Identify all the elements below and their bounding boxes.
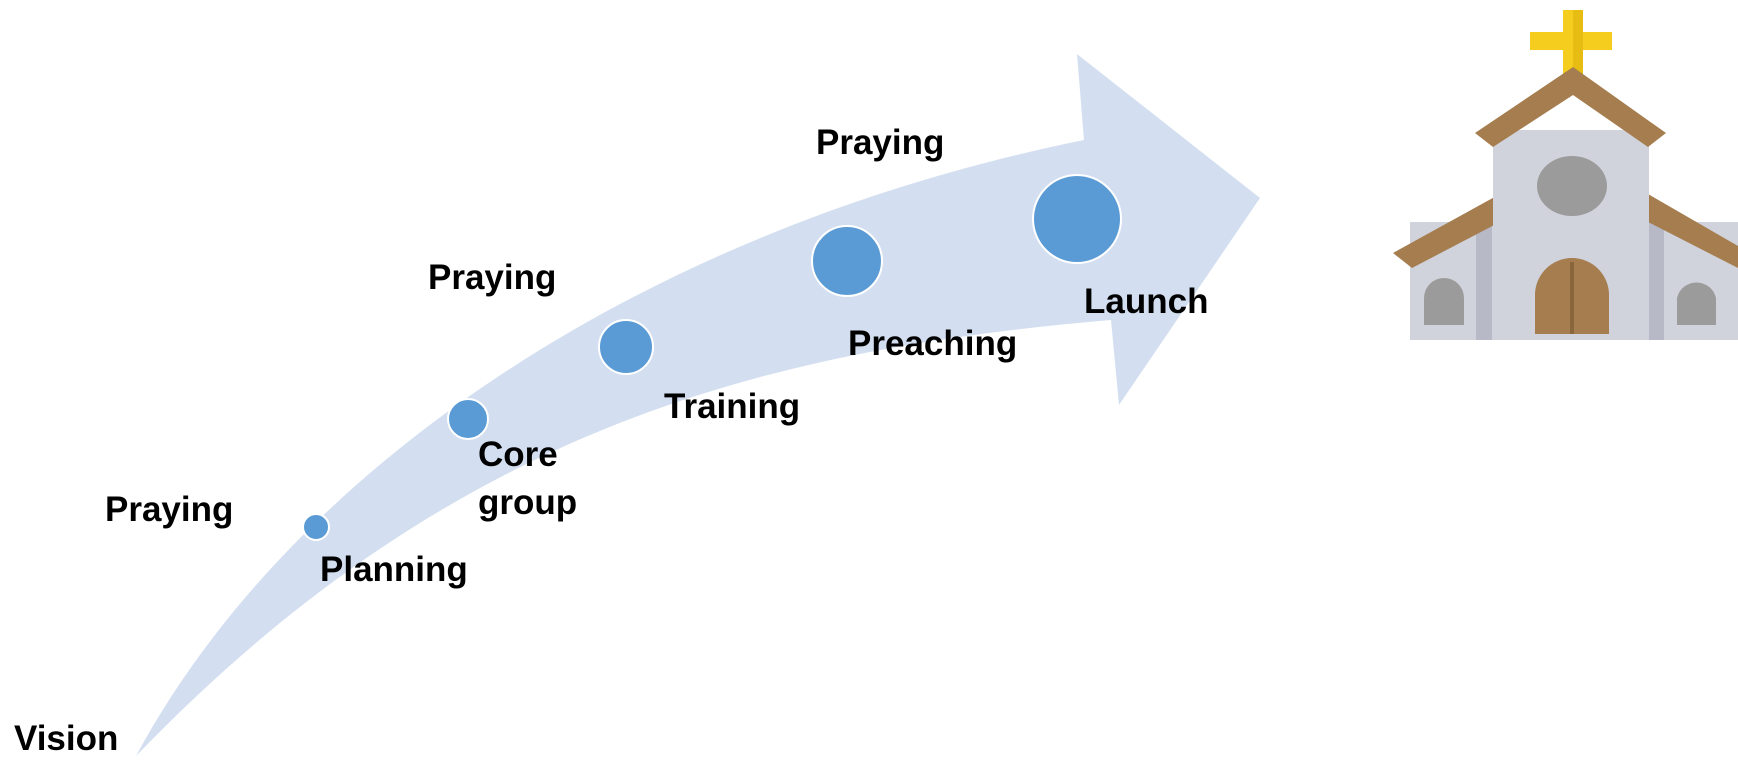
- stage-dot-core-group: [447, 398, 489, 440]
- start-label-vision: Vision: [14, 719, 119, 758]
- stage-label-core-group: Core group: [478, 435, 578, 522]
- stage-label-preaching: Preaching: [848, 324, 1018, 363]
- curved-growth-arrow: [136, 54, 1260, 756]
- praying-label-1: Praying: [105, 490, 234, 529]
- stage-dot-launch: [1032, 174, 1122, 264]
- praying-label-3: Praying: [816, 123, 945, 162]
- stage-dot-training: [598, 319, 654, 375]
- stage-label-launch: Launch: [1084, 282, 1209, 321]
- praying-label-2: Praying: [428, 258, 557, 297]
- church-icon: [1393, 10, 1738, 340]
- stage-dot-planning: [302, 513, 330, 541]
- stage-label-planning: Planning: [320, 550, 468, 589]
- stage-dot-preaching: [811, 225, 883, 297]
- stage-label-training: Training: [664, 387, 801, 426]
